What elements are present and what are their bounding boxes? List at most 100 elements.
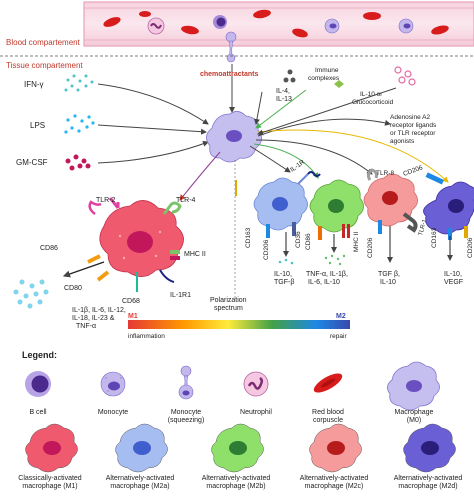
m2b-macrophage xyxy=(309,179,364,240)
monocyte-icon xyxy=(324,18,414,34)
legend-label-line: Red blood xyxy=(312,409,344,416)
il10-gluco-label-1: IL-10 or xyxy=(360,91,383,98)
m2b-cytokine-dots xyxy=(324,254,346,266)
legend-label-line: macrophage (M2d) xyxy=(398,483,457,490)
il13-label: IL-13 xyxy=(276,96,292,103)
immune-complexes-label-1: Immune xyxy=(315,67,339,74)
adenosine-label-1: Adenosine A2 xyxy=(390,114,431,121)
legend-label-line: Classically-activated xyxy=(18,475,82,482)
immune-complexes-label-2: complexes xyxy=(308,75,340,82)
legend-label-line: macrophage (M1) xyxy=(22,483,77,490)
m2d-cd206-label: CD206 xyxy=(467,237,474,258)
legend-b-cell-icon xyxy=(25,371,51,397)
lps-dots xyxy=(64,114,95,134)
m2d-cytokines-line-2: VEGF xyxy=(444,279,463,286)
m2a-macrophage xyxy=(253,171,321,238)
m2d-cd163-label: CD163 xyxy=(431,227,438,248)
m2c-tlr1-label: TLR-1 xyxy=(418,218,428,236)
stimulus-gm-csf-label: GM-CSF xyxy=(16,158,48,167)
m2d-cd206-top-label: CD206 xyxy=(402,164,424,178)
legend-monocyte-icon xyxy=(100,371,126,397)
b-cell-icon xyxy=(213,15,227,29)
legend-b-cell-label: B cell xyxy=(29,409,47,416)
legend-label-line: Macrophage xyxy=(395,409,434,416)
stimulus-ifn-gamma-label: IFN-γ xyxy=(24,80,44,89)
m1-cd86-label: CD86 xyxy=(40,245,58,252)
spectrum-m1-label: M1 xyxy=(128,313,138,320)
m1-tlr4-label: TLR-4 xyxy=(176,197,196,204)
m2c-cytokines-line-1: TGF β, xyxy=(378,271,400,278)
legend-label-line: (squeezing) xyxy=(168,417,205,424)
m2d-cytokines-line-1: IL-10, xyxy=(444,271,462,278)
legend-m2a-macrophage-icon xyxy=(115,423,168,473)
il4-dots xyxy=(283,69,296,83)
legend-monocyte-label: Monocyte xyxy=(98,409,128,416)
neutrophil-icon xyxy=(147,17,165,35)
m2a-il1r-label: IL-1R xyxy=(289,159,306,174)
spectrum-m2-label: M2 xyxy=(336,313,346,320)
red-blood-cell-icon xyxy=(103,9,449,38)
squeezing-monocyte-icon xyxy=(225,31,237,63)
legend-label-line: (M0) xyxy=(407,417,421,424)
spectrum-repair-label: repair xyxy=(330,333,347,340)
legend-label-line: macrophage (M2b) xyxy=(206,483,265,490)
stimulus-lps-label: LPS xyxy=(30,121,45,130)
legend-label-line: Monocyte xyxy=(171,409,201,416)
m2d-macrophage xyxy=(423,172,474,240)
m1-cytokine-dots xyxy=(13,279,49,309)
m2c-macrophage xyxy=(363,168,418,234)
ifn-gamma-dots xyxy=(64,74,94,92)
m2a-cytokines-line-2: TGF-β xyxy=(274,279,294,286)
m2a-cytokine-dots xyxy=(278,258,294,265)
legend-squeezing-monocyte-label: Monocyte(squeezing) xyxy=(168,409,205,424)
m2c-cd206-label: CD206 xyxy=(367,237,374,258)
m1-cytokines-line-2: IL-18, IL-23 & xyxy=(72,315,115,322)
adenosine-label-2: receptor ligands xyxy=(390,122,437,129)
legend-macrophage-m0-icon xyxy=(387,361,440,411)
m2b-mhc2-label: MHC II xyxy=(353,232,360,252)
legend-label-line: Alternatively-activated xyxy=(202,475,271,482)
legend-label-line: Alternatively-activated xyxy=(300,475,369,482)
legend-m1-macrophage-icon xyxy=(25,423,78,473)
m2a-cytokines-line-1: IL-10, xyxy=(274,271,292,278)
legend-label-line: corpuscle xyxy=(313,417,343,424)
legend-m2b-macrophage-icon xyxy=(211,423,264,473)
polarization-spectrum-bar xyxy=(128,320,350,329)
legend-m2c-macrophage-icon xyxy=(309,423,362,473)
m2b-cytokines-line-2: IL-6, IL-10 xyxy=(308,279,340,286)
legend-label-line: macrophage (M2c) xyxy=(305,483,364,490)
adenosine-label-3: or TLR receptor xyxy=(390,130,436,137)
legend-monocyte-label-text: Monocyte xyxy=(98,409,128,416)
il10-dots xyxy=(394,66,416,86)
stimulus-arrows xyxy=(97,64,235,164)
spectrum-title-line-1: Polarization xyxy=(210,297,247,304)
m2a-cd206-label: CD206 xyxy=(263,239,270,260)
legend-neutrophil-icon xyxy=(243,371,269,397)
m2a-cd36-label: CD36 xyxy=(295,231,302,248)
spectrum-title-line-2: spectrum xyxy=(214,305,243,312)
legend-m2d-macrophage-icon xyxy=(403,423,456,473)
macrophage-m0 xyxy=(206,111,262,163)
legend-squeezing-monocyte-icon xyxy=(178,365,194,400)
spectrum-inflammation-label: inflammation xyxy=(128,333,165,340)
m2c-cytokines-line-2: IL-10 xyxy=(380,279,396,286)
legend-label-line: Alternatively-activated xyxy=(106,475,175,482)
m2b-cd86-label: CD86 xyxy=(305,233,312,250)
m1-cytokines-line-3: TNF-α xyxy=(76,323,96,330)
il4-label: IL-4, xyxy=(276,88,290,95)
legend-label-line: macrophage (M2a) xyxy=(110,483,169,490)
legend-title: Legend: xyxy=(22,350,57,360)
m1-cd68-label: CD68 xyxy=(122,298,140,305)
immune-complex-icon xyxy=(334,80,344,88)
m1-macrophage xyxy=(87,197,184,292)
m1-cd80-label: CD80 xyxy=(64,285,82,292)
legend-label-line: Alternatively-activated xyxy=(394,475,463,482)
m1-mhc2-label: MHC II xyxy=(184,251,206,258)
